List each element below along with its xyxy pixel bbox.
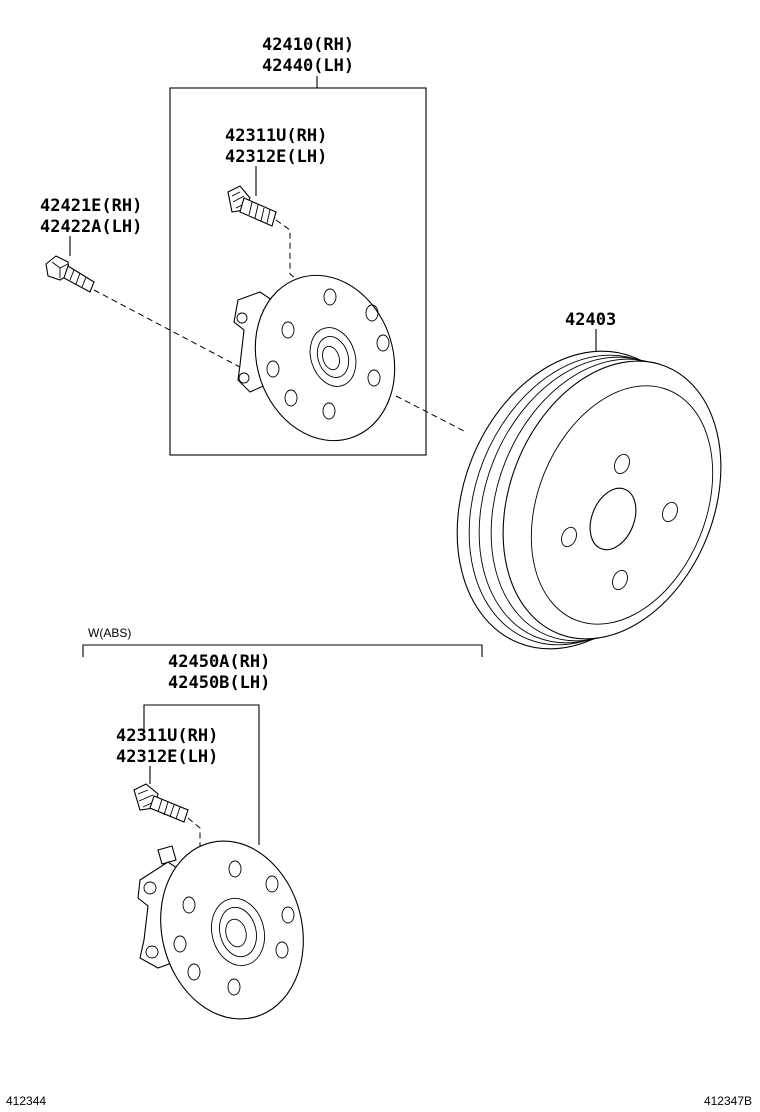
hub-bolt-lower xyxy=(133,783,189,823)
abs-hub-bearing xyxy=(137,840,304,1020)
abs-hub-lh-label: 42450B(LH) xyxy=(168,673,270,693)
abs-bolt-lh-label: 42312E(LH) xyxy=(116,747,218,767)
hub-lh-label: 42440(LH) xyxy=(262,56,354,76)
hub-to-drum-guide xyxy=(395,395,467,433)
abs-hub-rh-label: 42450A(RH) xyxy=(168,652,270,672)
abs-bolt-rh-label: 42311U(RH) xyxy=(116,726,218,746)
abs-note: W(ABS) xyxy=(88,626,131,640)
bolt-guide-upper xyxy=(275,219,301,283)
hub-assembly-box xyxy=(169,87,427,456)
screw-lh-label: 42422A(LH) xyxy=(40,217,142,237)
screw-bolt xyxy=(45,255,95,293)
screw-rh-label: 42421E(RH) xyxy=(40,196,142,216)
diagram-code-left: 412344 xyxy=(6,1094,46,1108)
hub-bearing-upper xyxy=(233,274,396,442)
hub-rh-label: 42410(RH) xyxy=(262,35,354,55)
diagram-code-right: 412347B xyxy=(704,1094,752,1108)
bolt-rh-label: 42311U(RH) xyxy=(225,126,327,146)
screw-guide-line xyxy=(93,289,256,376)
bolt-lh-label: 42312E(LH) xyxy=(225,147,327,167)
abs-hub-leader-line xyxy=(143,704,260,845)
abs-bracket xyxy=(82,644,483,657)
brake-drum xyxy=(456,350,722,650)
drum-label: 42403 xyxy=(565,310,616,330)
hub-bolt-upper xyxy=(227,185,277,227)
